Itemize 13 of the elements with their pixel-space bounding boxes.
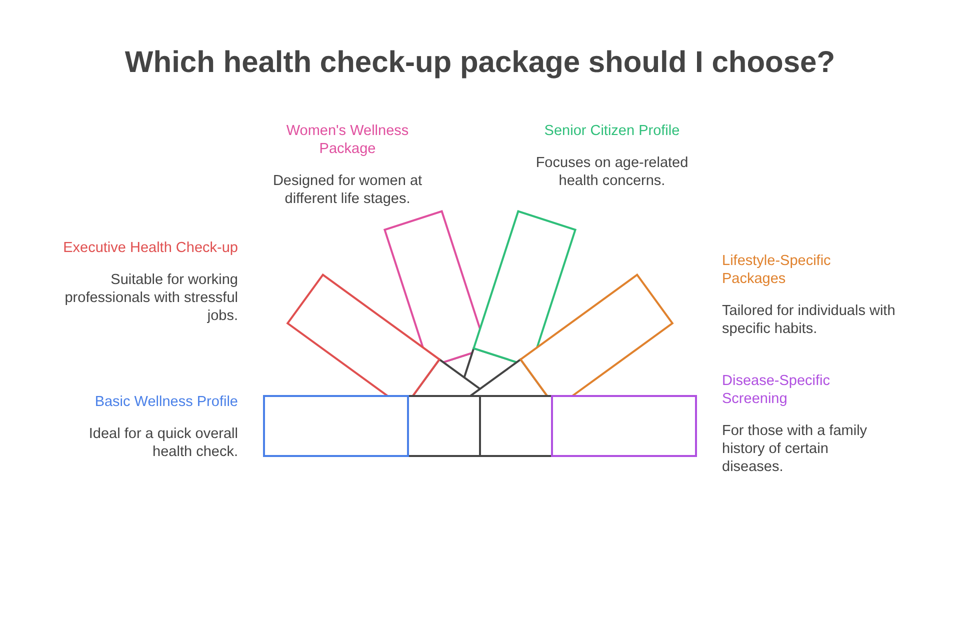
option-title: Executive Health Check-up [63,239,238,257]
option-description: Suitable for working professionals with stressful jobs. [64,271,238,325]
option-description: For those with a family history of certain diseases. [722,422,868,476]
option-title: Women's Wellness Package [285,122,410,158]
option-title: Basic Wellness Profile [94,393,238,411]
option-description: Designed for women at different life stages. [272,172,424,208]
option-description: Ideal for a quick overall health check. [88,425,238,461]
option-title: Disease-Specific Screening [722,372,831,408]
option-title: Lifestyle-Specific Packages [722,252,832,288]
option-description: Focuses on age-related health concerns. [534,154,690,190]
option-title: Senior Citizen Profile [543,122,681,140]
diagram-title: Which health check-up package should I choose? [124,46,836,80]
option-description: Tailored for individuals with specific habits. [722,302,896,338]
